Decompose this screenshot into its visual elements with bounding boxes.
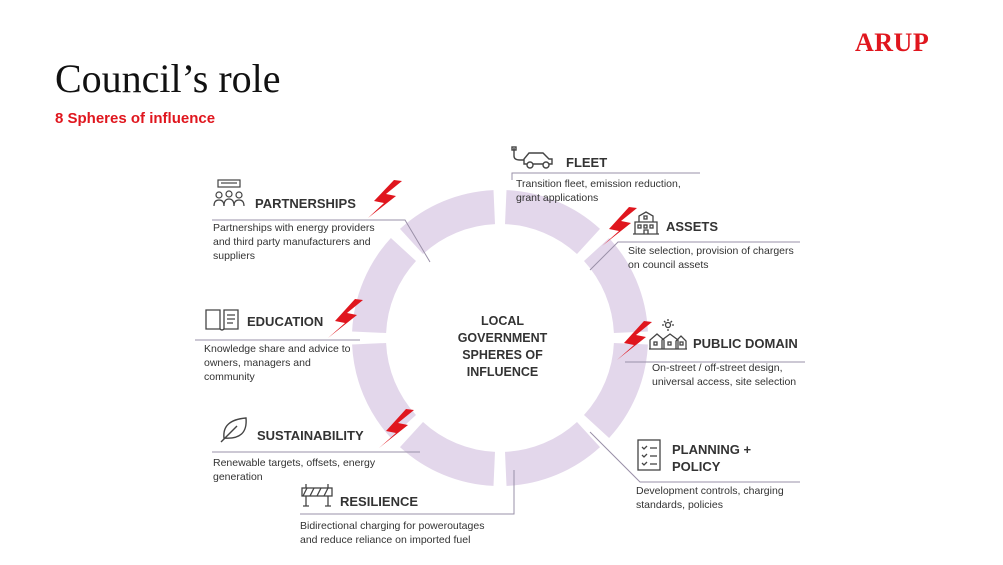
ring-segment <box>505 190 600 254</box>
center-line-4: INFLUENCE <box>466 365 539 379</box>
assets-description-line-1: Site selection, provision of chargers <box>628 245 794 257</box>
lightning-icon-public-domain <box>617 321 652 360</box>
assets-title: ASSETS <box>666 219 719 234</box>
barrier-icon <box>301 484 333 507</box>
partnerships-title: PARTNERSHIPS <box>255 196 356 211</box>
lightning-icon-education <box>328 299 363 338</box>
public-domain-title: PUBLIC DOMAIN <box>693 336 798 351</box>
connector-resilience <box>300 470 515 515</box>
resilience-title: RESILIENCE <box>340 494 419 509</box>
partnerships-description-line-2: and third party manufacturers and <box>213 236 371 248</box>
ring-segment <box>400 422 495 486</box>
partnerships-description-line-3: suppliers <box>213 250 256 262</box>
page-subtitle: 8 Spheres of influence <box>55 110 216 127</box>
education-description-line-2: owners, managers and <box>204 357 311 369</box>
fleet-description-line-1: Transition fleet, emission reduction, <box>516 178 681 190</box>
lightning-icon-partnerships <box>368 180 402 218</box>
center-line-2: GOVERNMENT <box>457 331 548 345</box>
resilience-description-line-1: Bidirectional charging for poweroutages <box>300 520 485 532</box>
arup-logo: ARUP <box>855 28 930 57</box>
houses-icon <box>649 319 687 350</box>
planning-policy-description: Development controls, charging standards… <box>636 484 784 512</box>
sustainability-description-line-2: generation <box>213 471 263 483</box>
connector-partnerships <box>212 219 431 263</box>
ring-segment <box>352 238 416 333</box>
fleet-description-line-2: grant applications <box>516 192 599 204</box>
ring-segment <box>584 343 648 438</box>
public-domain-description-line-1: On-street / off-street design, <box>652 362 783 374</box>
influence-ring <box>352 190 648 486</box>
connector-planning-policy <box>589 431 800 483</box>
building-icon <box>633 211 659 235</box>
partnerships-description: Partnerships with energy providers and t… <box>213 221 375 263</box>
planning-policy-title-line-2: POLICY <box>672 459 721 474</box>
planning-policy-title-line-1: PLANNING + <box>672 442 752 457</box>
car-charging-icon <box>511 146 553 169</box>
partnerships-description-line-1: Partnerships with energy providers <box>213 222 375 234</box>
lightning-icon-sustainability <box>379 409 414 448</box>
ring-segment <box>400 190 495 254</box>
planning-policy-title: PLANNING + POLICY <box>672 441 751 475</box>
education-description-line-1: Knowledge share and advice to <box>204 343 351 355</box>
sustainability-description-line-1: Renewable targets, offsets, energy <box>213 457 376 469</box>
page-title: Council’s role <box>55 56 281 101</box>
book-icon <box>205 309 239 331</box>
lightning-icon-assets <box>602 207 637 246</box>
resilience-description: Bidirectional charging for poweroutages … <box>300 519 484 547</box>
ring-segment <box>352 343 416 438</box>
connector-assets <box>589 241 800 271</box>
leaf-icon <box>220 417 247 443</box>
planning-policy-description-line-1: Development controls, charging <box>636 485 784 497</box>
connector-fleet <box>511 172 700 180</box>
ring-segment <box>584 238 648 333</box>
education-title: EDUCATION <box>247 314 324 329</box>
fleet-description: Transition fleet, emission reduction, gr… <box>516 177 681 205</box>
assets-description-line-2: on council assets <box>628 259 709 271</box>
center-line-1: LOCAL <box>480 314 525 328</box>
sustainability-description: Renewable targets, offsets, energy gener… <box>213 456 375 484</box>
education-description: Knowledge share and advice to owners, ma… <box>204 342 351 384</box>
sustainability-title: SUSTAINABILITY <box>257 428 364 443</box>
public-domain-description-line-2: universal access, site selection <box>652 376 797 388</box>
planning-policy-description-line-2: standards, policies <box>636 499 723 511</box>
public-domain-description: On-street / off-street design, universal… <box>652 361 796 389</box>
fleet-title: FLEET <box>566 155 608 170</box>
center-label: LOCAL GOVERNMENT SPHERES OF INFLUENCE <box>430 313 575 381</box>
center-line-3: SPHERES OF <box>462 348 543 362</box>
checklist-icon <box>637 439 661 471</box>
education-description-line-3: community <box>204 371 255 383</box>
resilience-description-line-2: and reduce reliance on imported fuel <box>300 534 471 546</box>
ring-segment <box>505 422 600 486</box>
assets-description: Site selection, provision of chargers on… <box>628 244 794 272</box>
people-icon <box>213 179 245 207</box>
